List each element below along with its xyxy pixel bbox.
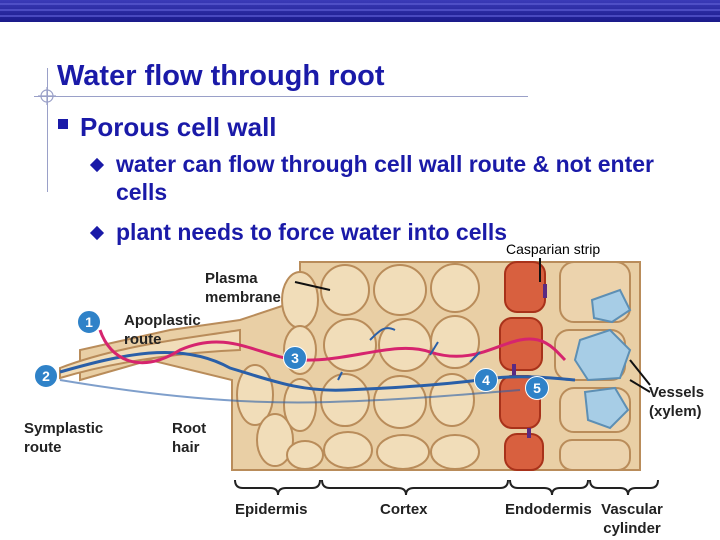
title-guide-vertical xyxy=(47,68,48,192)
step-1-badge: 1 xyxy=(77,310,101,334)
step-2-badge: 2 xyxy=(34,364,58,388)
root-hair-label: Root hair xyxy=(172,420,207,456)
step-4-badge: 4 xyxy=(474,368,498,392)
epidermis-label: Epidermis xyxy=(235,501,308,518)
plasma-membrane-label: Plasma membrane xyxy=(205,270,281,306)
diamond-bullet-icon xyxy=(89,225,105,241)
endodermis-label: Endodermis xyxy=(505,501,592,518)
casparian-strip-label: Casparian strip xyxy=(506,241,601,257)
square-bullet-icon xyxy=(58,119,68,130)
crosshair-icon xyxy=(38,87,56,105)
subbullet-1: water can flow through cell wall route &… xyxy=(116,151,655,205)
vascular-cylinder-label: Vascular cylinder xyxy=(601,501,663,537)
cortex-label: Cortex xyxy=(380,501,428,518)
subbullet-2: plant needs to force water into cells xyxy=(116,219,508,245)
bullet-1-text: Porous cell wall xyxy=(80,112,277,142)
symplastic-path xyxy=(59,350,576,392)
top-decorative-bar xyxy=(0,0,720,22)
step-5-badge: 5 xyxy=(525,376,549,400)
diamond-bullet-icon xyxy=(89,157,105,173)
apoplastic-route-label: Apoplastic route xyxy=(124,312,201,348)
bullet-1: Porous cell wall xyxy=(58,112,277,143)
title-guide-line xyxy=(34,96,528,97)
symplastic-route-label: Symplastic route xyxy=(24,420,104,456)
tissue-background xyxy=(59,261,641,471)
vessels-xylem-label: Vessels (xylem) xyxy=(649,384,705,420)
apoplastic-path xyxy=(98,329,567,365)
slide-title: Water flow through root xyxy=(57,60,385,92)
step-3-badge: 3 xyxy=(283,346,307,370)
root-cross-section-diagram xyxy=(59,258,659,496)
